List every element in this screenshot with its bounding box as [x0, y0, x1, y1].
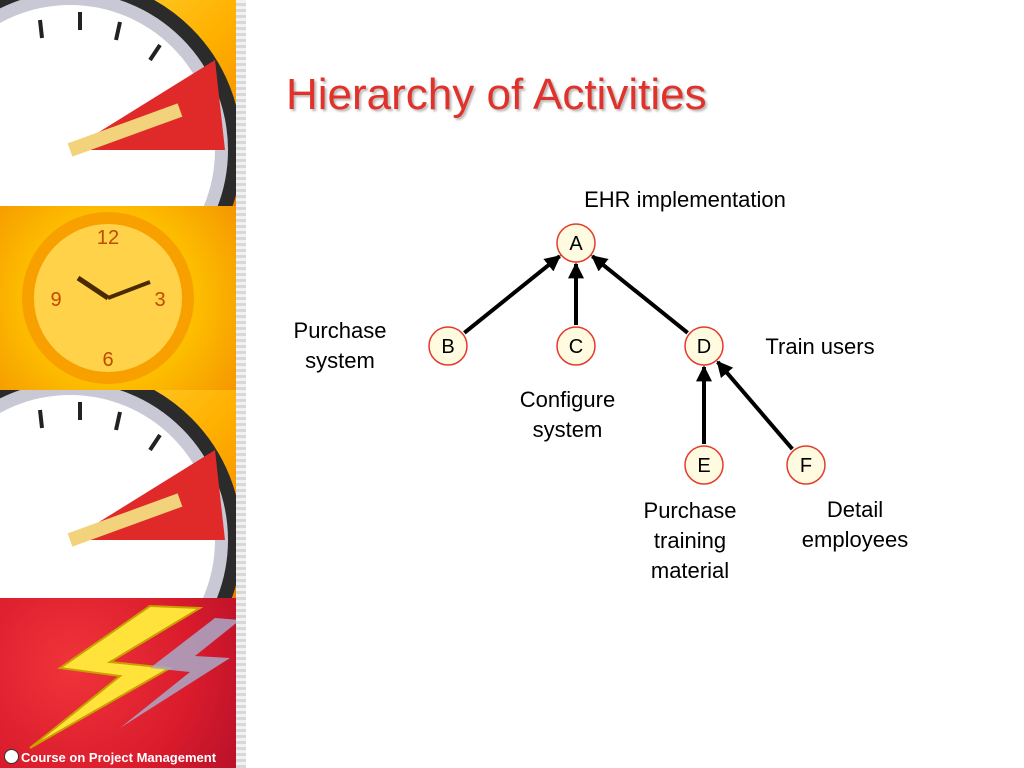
decorative-strip: 12 3 6 9 Course on Project Management [0, 0, 246, 768]
edge-d-to-a [591, 254, 689, 335]
node-a: A [556, 223, 596, 263]
node-circle [786, 445, 826, 485]
lightning-bolt-icon [29, 604, 240, 749]
clock-face-icon [0, 0, 242, 210]
nodes: A B C D E F [428, 223, 826, 485]
node-label-line: Configure [519, 387, 616, 412]
node-label-c: Configure system [500, 385, 635, 445]
node-label-b: Purchase system [275, 316, 405, 376]
footer: Course on Project Management [4, 749, 216, 765]
node-label-line: Purchase [643, 498, 737, 523]
wall-clock-panel: 12 3 6 9 [0, 206, 246, 392]
node-letter: C [569, 336, 583, 358]
svg-text:3: 3 [154, 289, 165, 311]
node-label-line: system [305, 348, 375, 373]
node-label-e: Purchase training material [620, 496, 760, 586]
node-letter: E [697, 455, 710, 477]
node-c: C [556, 326, 596, 366]
edge-b-to-a [463, 254, 561, 335]
node-d: D [684, 326, 724, 366]
lightning-panel [0, 598, 246, 768]
clock-icon [4, 749, 19, 764]
node-circle [684, 445, 724, 485]
node-label-line: Detail [826, 497, 884, 522]
node-label-line: material [650, 558, 730, 583]
wall-clock-icon: 12 3 6 9 [22, 212, 194, 384]
clock-face-panel [0, 0, 246, 210]
clock-face-panel [0, 390, 246, 600]
edges [463, 254, 794, 451]
node-label-f: Detail employees [780, 495, 930, 555]
node-label-a: EHR implementation [540, 185, 830, 215]
clock-face-icon [0, 390, 242, 600]
node-label-line: EHR implementation [584, 187, 786, 212]
node-circle [428, 326, 468, 366]
node-letter: F [800, 455, 812, 477]
node-label-line: employees [801, 527, 909, 552]
footer-text: Course on Project Management [21, 750, 217, 765]
svg-text:12: 12 [97, 227, 119, 249]
node-circle [684, 326, 724, 366]
node-letter: A [569, 233, 583, 255]
node-f: F [786, 445, 826, 485]
node-letter: B [441, 336, 454, 358]
node-letter: D [697, 336, 711, 358]
node-label-d: Train users [745, 332, 895, 362]
node-label-line: Purchase [293, 318, 387, 343]
svg-text:6: 6 [102, 349, 113, 371]
edge-f-to-d [716, 360, 794, 451]
node-circle [556, 326, 596, 366]
node-b: B [428, 326, 468, 366]
node-e: E [684, 445, 724, 485]
slide-title: Hierarchy of Activities [286, 70, 707, 119]
torn-edge [236, 0, 246, 768]
node-label-line: training [653, 528, 727, 553]
node-label-line: system [532, 417, 603, 442]
svg-text:9: 9 [50, 289, 61, 311]
node-label-line: Train users [765, 334, 875, 359]
node-circle [556, 223, 596, 263]
